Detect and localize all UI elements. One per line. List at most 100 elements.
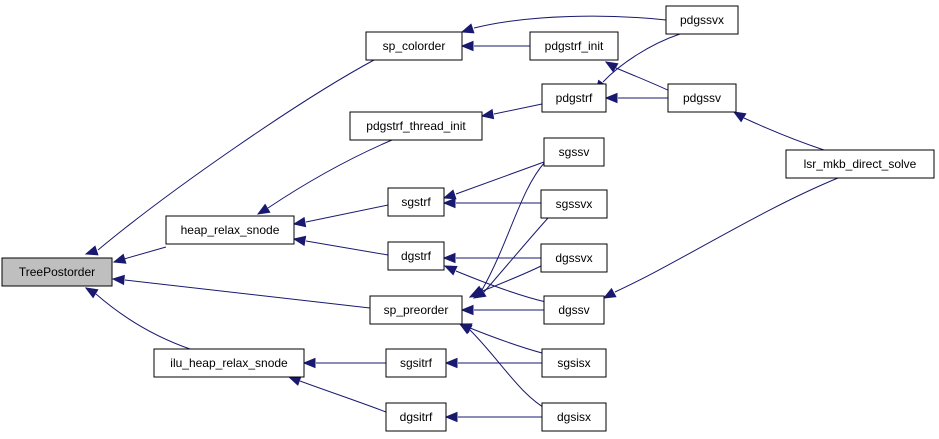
edge-sgssvx-to-sgstrf-arrowhead: [442, 197, 456, 209]
edge-lsr-mkb-direct-solve-to-pdgssv: [732, 111, 825, 151]
edge-sp-colorder-to-treepostorder: [84, 59, 375, 256]
node-label-dgssv: dgssv: [558, 303, 589, 317]
nodes: TreePostorder sp_colorder heap_relax_sno…: [1, 5, 935, 432]
edge-pdgstrf-thread-init-to-heap-relax-snode: [256, 139, 393, 215]
node-label-dgsitrf: dgsitrf: [400, 410, 433, 424]
node-label-ilu-heap-relax-snode: ilu_heap_relax_snode: [170, 356, 288, 370]
edge-dgssvx-to-sp-preorder-line: [479, 265, 542, 293]
edge-pdgssvx-to-sp-colorder-arrowhead: [460, 23, 475, 34]
edge-dgssv-to-sp-preorder: [460, 304, 544, 316]
edge-dgsisx-to-sp-preorder-line: [469, 329, 549, 411]
node-dgssv[interactable]: dgssv: [543, 295, 605, 325]
edge-pdgstrf-thread-init-to-heap-relax-snode-arrowhead: [256, 203, 271, 215]
edge-dgssvx-to-dgstrf: [442, 252, 541, 264]
edge-dgstrf-to-heap-relax-snode-line: [305, 240, 389, 256]
node-sp-colorder[interactable]: sp_colorder: [365, 31, 463, 61]
node-sgsitrf[interactable]: sgsitrf: [385, 348, 447, 378]
node-label-dgsisx: dgsisx: [557, 410, 591, 424]
node-pdgstrf-init[interactable]: pdgstrf_init: [529, 31, 619, 61]
node-dgsisx[interactable]: dgsisx: [541, 402, 607, 432]
edge-sgsisx-to-sp-preorder: [458, 323, 543, 354]
edge-dgssvx-to-sp-preorder-arrowhead: [468, 287, 483, 298]
edge-sp-colorder-to-treepostorder-line: [97, 59, 375, 251]
edge-ilu-heap-relax-snode-to-treepostorder: [84, 287, 191, 350]
node-label-sgssv: sgssv: [559, 145, 590, 159]
node-heap-relax-snode[interactable]: heap_relax_snode: [165, 215, 295, 245]
node-pdgssvx[interactable]: pdgssvx: [665, 5, 739, 35]
node-label-sgsisx: sgsisx: [557, 356, 590, 370]
node-label-pdgssv: pdgssv: [683, 91, 721, 105]
edge-dgstrf-to-heap-relax-snode: [292, 235, 389, 256]
edge-pdgssv-to-pdgstrf-arrowhead: [604, 92, 618, 104]
edge-pdgstrf-to-pdgstrf-thread-init-arrowhead: [480, 108, 495, 120]
node-pdgstrf-thread-init[interactable]: pdgstrf_thread_init: [349, 111, 483, 141]
edge-sgsitrf-to-ilu-heap-relax-snode-arrowhead: [302, 357, 316, 369]
edge-sgssv-to-sgstrf-line: [455, 161, 545, 195]
node-ilu-heap-relax-snode[interactable]: ilu_heap_relax_snode: [153, 348, 305, 378]
edge-dgssvx-to-dgstrf-arrowhead: [442, 252, 456, 264]
edge-ilu-heap-relax-snode-to-treepostorder-arrowhead: [84, 287, 99, 299]
edge-sgssv-to-sp-preorder-line: [481, 161, 546, 291]
node-label-pdgstrf-thread-init: pdgstrf_thread_init: [366, 119, 466, 133]
node-sgssv[interactable]: sgssv: [543, 137, 605, 167]
edge-sgstrf-to-heap-relax-snode-line: [305, 204, 389, 223]
edge-lsr-mkb-direct-solve-to-pdgssv-arrowhead: [732, 111, 747, 123]
node-label-treepostorder: TreePostorder: [19, 265, 95, 279]
edge-dgssv-to-dgstrf: [443, 265, 547, 303]
node-sgsisx[interactable]: sgsisx: [541, 348, 607, 378]
edge-sgsitrf-to-ilu-heap-relax-snode: [302, 357, 386, 369]
edge-dgstrf-to-heap-relax-snode-arrowhead: [292, 235, 307, 247]
edge-sgstrf-to-heap-relax-snode-arrowhead: [292, 216, 307, 228]
edge-lsr-mkb-direct-solve-to-dgssv-arrowhead: [602, 287, 617, 299]
node-label-pdgssvx: pdgssvx: [680, 13, 724, 27]
edge-dgsisx-to-dgsitrf: [444, 411, 542, 423]
node-label-heap-relax-snode: heap_relax_snode: [181, 223, 280, 237]
edge-heap-relax-snode-to-treepostorder-line: [123, 246, 167, 260]
node-dgssvx[interactable]: dgssvx: [540, 243, 608, 273]
edge-dgssv-to-dgstrf-line: [455, 270, 547, 303]
edge-heap-relax-snode-to-treepostorder: [112, 246, 167, 264]
edge-pdgssv-to-pdgstrf-init-arrowhead: [604, 61, 619, 73]
edge-dgssv-to-dgstrf-arrowhead: [443, 265, 458, 276]
edge-pdgssvx-to-pdgstrf-line: [602, 33, 681, 83]
node-dgsitrf[interactable]: dgsitrf: [385, 402, 447, 432]
edge-sp-colorder-to-treepostorder-arrowhead: [84, 245, 99, 256]
node-label-sgstrf: sgstrf: [401, 195, 431, 209]
node-label-sgsitrf: sgsitrf: [400, 356, 433, 370]
edge-sgstrf-to-heap-relax-snode: [292, 204, 389, 228]
node-label-dgstrf: dgstrf: [401, 249, 432, 263]
edge-sgssvx-to-sgstrf: [442, 197, 541, 209]
edge-dgsisx-to-sp-preorder: [458, 323, 549, 411]
node-treepostorder[interactable]: TreePostorder: [1, 257, 113, 287]
edge-dgsitrf-to-ilu-heap-relax-snode-line: [299, 380, 387, 413]
node-label-lsr-mkb-direct-solve: lsr_mkb_direct_solve: [804, 157, 917, 171]
node-label-pdgstrf-init: pdgstrf_init: [545, 39, 604, 53]
node-pdgssv[interactable]: pdgssv: [667, 83, 737, 113]
node-sp-preorder[interactable]: sp_preorder: [369, 295, 463, 325]
edge-dgssvx-to-sp-preorder: [468, 265, 542, 298]
node-label-pdgstrf: pdgstrf: [556, 91, 593, 105]
edge-pdgssv-to-pdgstrf-init-line: [615, 67, 677, 95]
node-pdgstrf[interactable]: pdgstrf: [541, 83, 607, 113]
edge-dgsitrf-to-ilu-heap-relax-snode-arrowhead: [287, 376, 302, 386]
edge-sgsisx-to-sp-preorder-line: [469, 327, 543, 354]
edge-lsr-mkb-direct-solve-to-dgssv-line: [614, 177, 839, 293]
edge-dgssv-to-sp-preorder-arrowhead: [460, 304, 474, 316]
edge-sgssv-to-sgstrf-arrowhead: [442, 189, 457, 200]
edge-pdgstrf-init-to-sp-colorder-arrowhead: [460, 40, 474, 52]
edge-pdgssvx-to-sp-colorder-line: [473, 15, 667, 29]
edge-pdgssv-to-pdgstrf-init: [604, 61, 677, 95]
node-sgstrf[interactable]: sgstrf: [387, 187, 445, 217]
edge-sp-preorder-to-treepostorder-line: [124, 279, 371, 309]
edge-sgssv-to-sp-preorder: [470, 161, 546, 297]
edge-sgsisx-to-sgsitrf: [444, 357, 542, 369]
node-dgstrf[interactable]: dgstrf: [387, 241, 445, 271]
edge-ilu-heap-relax-snode-to-treepostorder-line: [95, 293, 191, 350]
node-lsr-mkb-direct-solve[interactable]: lsr_mkb_direct_solve: [785, 149, 935, 179]
node-label-dgssvx: dgssvx: [555, 251, 592, 265]
node-label-sgssvx: sgssvx: [556, 197, 593, 211]
node-sgssvx[interactable]: sgssvx: [540, 189, 608, 219]
node-label-sp-preorder: sp_preorder: [384, 303, 449, 317]
edge-sgssv-to-sgstrf: [442, 161, 545, 200]
